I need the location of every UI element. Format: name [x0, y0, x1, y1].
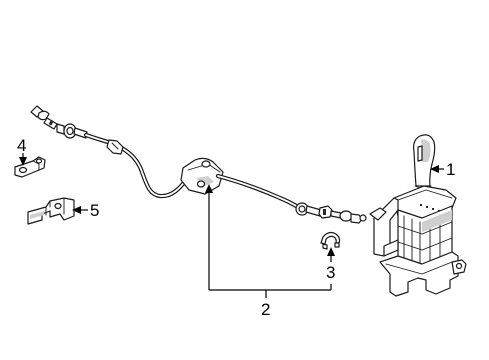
callout-5: 5 [72, 201, 99, 220]
shift-lever-assembly [369, 134, 467, 297]
shift-cable [30, 105, 367, 224]
small-bracket [14, 156, 46, 178]
callout-3: 3 [326, 247, 335, 282]
cable-end-fitting-right [295, 202, 367, 224]
retaining-clip [320, 231, 341, 250]
mounting-bracket [27, 197, 75, 225]
callout-2: 2 [205, 184, 332, 319]
callout-4: 4 [17, 136, 27, 166]
callout-label-1: 1 [446, 160, 455, 179]
cable-end-fitting-left [30, 105, 88, 139]
cable-bracket [180, 157, 224, 195]
shifter-housing [369, 197, 467, 297]
callout-label-3: 3 [326, 263, 335, 282]
callout-1: 1 [430, 160, 455, 179]
shift-knob [413, 134, 436, 189]
cable-grommet [106, 139, 124, 155]
callout-label-5: 5 [90, 201, 99, 220]
callout-label-2: 2 [261, 300, 270, 319]
callout-label-4: 4 [17, 136, 26, 155]
